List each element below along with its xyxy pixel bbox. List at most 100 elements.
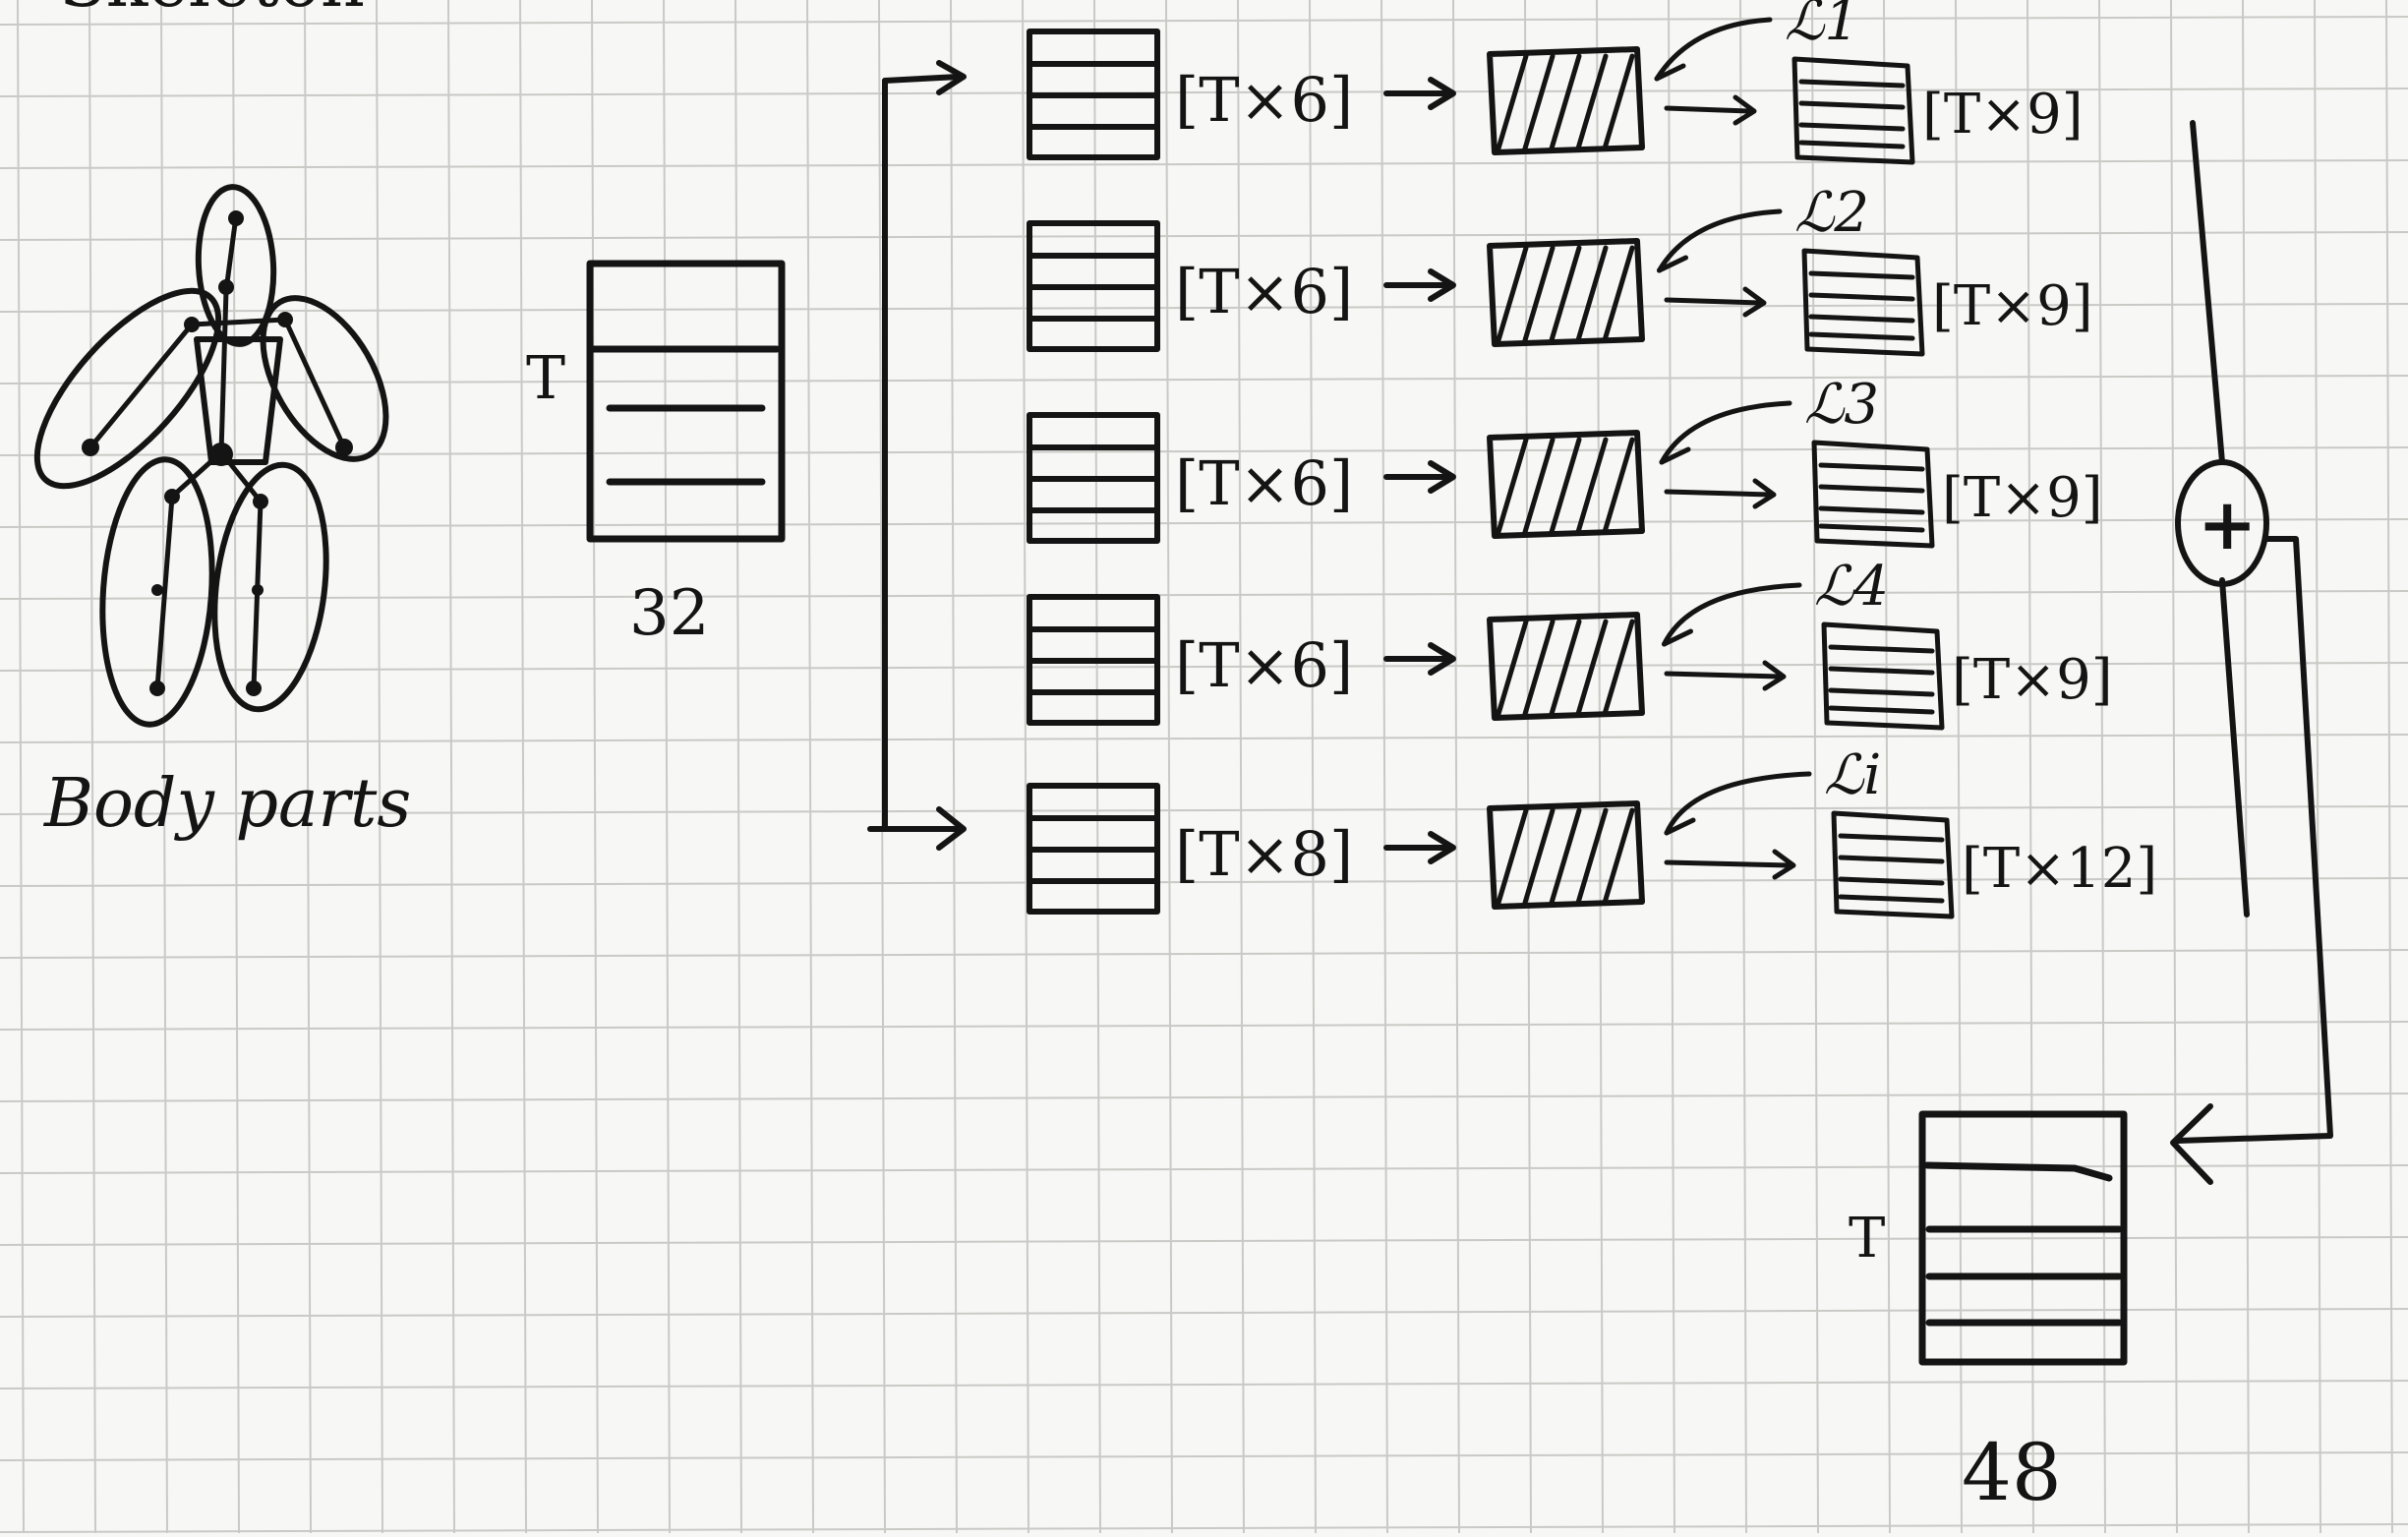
grid-line-vertical [232,0,240,1534]
grid-line-vertical [17,0,25,1534]
branch-arrow-to-encoder [1383,460,1456,494]
body-part-torso [194,336,283,465]
grid-line-horizontal [0,590,2408,600]
grid-line-vertical [1883,0,1891,1534]
branch-loss-arrows [1657,208,1783,318]
body-part-left-arm [33,287,222,490]
grid-line-vertical [1309,0,1317,1534]
grid-line-vertical [591,0,599,1534]
collector-connector [2190,120,2250,917]
grid-line-horizontal [0,877,2408,887]
branch-loss-label: ℒi [1824,743,1881,807]
sum-node: + [2175,459,2269,587]
input-matrix-width-label: 32 [629,577,709,650]
input-matrix-row-label: T [526,344,565,413]
branch-loss-label: ℒ4 [1814,555,1889,619]
grid-line-vertical [663,0,671,1534]
grid-line-horizontal [0,949,2408,959]
branch-encoder-block [1487,238,1645,347]
branch-input-dim-label: [T×8] [1175,818,1353,890]
grid-line-horizontal [0,446,2408,456]
grid-line-vertical [1452,0,1460,1534]
branch-row: [T×6] ℒ4 [T×9] [1027,555,2113,731]
skeleton-joint-dots [82,210,353,696]
branch-embedding-matrix [1811,440,1935,549]
branch-input-matrix [1027,220,1160,352]
grid-line-vertical [2242,0,2250,1534]
output-matrix-width-label: 48 [1962,1427,2062,1518]
grid-line-vertical [1524,0,1532,1534]
grid-line-vertical [304,0,312,1534]
output-matrix-row-label: T [1849,1207,1885,1271]
grid-line-vertical [1165,0,1173,1534]
branch-loss-arrows [1662,582,1802,691]
branch-input-matrix [1027,412,1160,544]
grid-line-vertical [2170,0,2178,1534]
grid-line-horizontal [0,231,2408,241]
input-matrix [586,260,786,543]
branch-input-matrix [1027,594,1160,726]
branch-input-dim-label: [T×6] [1175,447,1353,519]
grid-line-horizontal [0,734,2408,743]
grid-line-horizontal [0,1093,2408,1102]
branch-embedding-matrix [1791,56,1915,165]
sum-to-output-arrow [2170,536,2333,1185]
branch-encoder-block [1487,46,1645,155]
grid-line-vertical [160,0,168,1534]
branch-loss-arrows [1659,400,1792,509]
grid-line-vertical [1811,0,1819,1534]
body-parts-caption: Body parts [42,765,411,843]
branch-arrow-to-encoder [1383,642,1456,676]
grid-line-vertical [950,0,958,1534]
branch-input-dim-label: [T×6] [1175,64,1353,136]
branch-arrow-to-encoder [1383,831,1456,864]
branch-output-dim-label: [T×9] [1932,274,2093,338]
grid-line-vertical [1237,0,1245,1534]
branch-encoder-block [1487,430,1645,539]
output-matrix [1918,1110,2128,1366]
grid-line-horizontal [0,88,2408,97]
grid-line-vertical [1955,0,1963,1534]
branch-row: [T×6] ℒ3 [T×9] [1027,373,2103,549]
branch-input-dim-label: [T×6] [1175,256,1353,327]
branch-input-matrix [1027,29,1160,160]
branch-embedding-matrix [1831,810,1955,919]
grid-line-vertical [88,0,96,1534]
branch-encoder-block [1487,612,1645,721]
grid-line-horizontal [0,1523,2408,1533]
branch-output-dim-label: [T×9] [1942,466,2103,530]
body-part-right-arm [260,295,389,462]
grid-line-horizontal [0,518,2408,528]
branch-loss-label: ℒ3 [1804,373,1879,437]
grid-line-vertical [376,0,383,1534]
branch-loss-label: ℒ2 [1794,181,1869,245]
grid-line-horizontal [0,1021,2408,1031]
sum-node-symbol: + [2198,482,2257,565]
branch-loss-arrows [1664,771,1812,880]
grid-line-horizontal [0,1308,2408,1318]
grid-line-horizontal [0,805,2408,815]
split-connector [867,60,967,851]
body-part-head-torso [195,184,277,347]
grid-line-horizontal [0,662,2408,672]
branch-embedding-matrix [1801,248,1925,357]
grid-line-vertical [2314,0,2321,1534]
grid-line-vertical [806,0,814,1534]
branch-embedding-matrix [1821,621,1945,731]
grid-line-horizontal [0,1380,2408,1389]
branch-row: [T×6] ℒ2 [T×9] [1027,181,2093,357]
branch-input-matrix [1027,783,1160,915]
grid-line-vertical [447,0,455,1534]
branch-output-dim-label: [T×9] [1952,648,2113,712]
grid-line-vertical [1380,0,1388,1534]
branch-input-dim-label: [T×6] [1175,629,1353,701]
grid-line-horizontal [0,159,2408,169]
body-parts-figure [33,184,389,728]
grid-line-horizontal [0,375,2408,384]
branch-arrow-to-encoder [1383,268,1456,302]
grid-line-horizontal [0,1236,2408,1246]
grid-line-vertical [1596,0,1604,1534]
grid-line-vertical [1022,0,1029,1534]
